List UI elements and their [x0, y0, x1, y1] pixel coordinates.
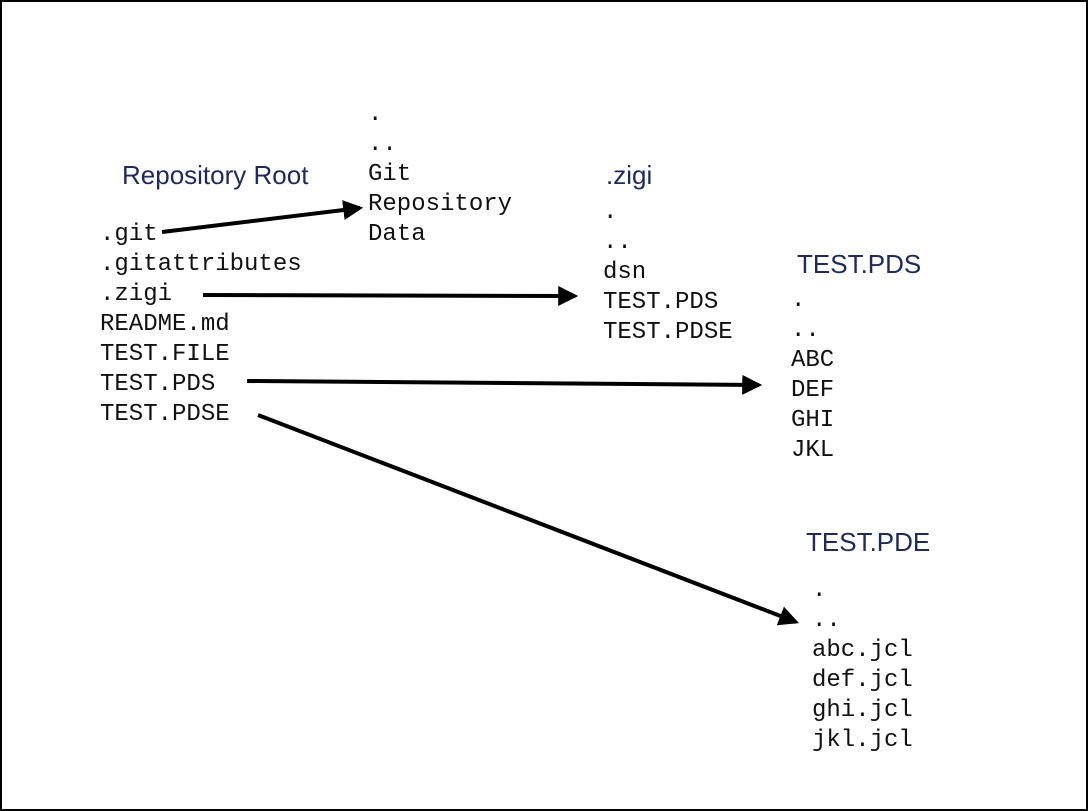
- root-entry-readme: README.md: [100, 311, 230, 338]
- zigi-dir-list: . .. dsn TEST.PDS TEST.PDSE: [603, 198, 733, 348]
- arrow-git-to-git-dir: [161, 200, 364, 234]
- pds-entry-ghi: GHI: [791, 407, 835, 434]
- zigi-entry-dsn: dsn: [603, 259, 647, 286]
- arrow-test-pdse-to-pde: [257, 413, 799, 626]
- root-entry-test-pdse: TEST.PDSE: [100, 401, 230, 428]
- arrow-test-pds-to-pds: [246, 374, 763, 395]
- zigi-entry-test-pds: TEST.PDS: [603, 289, 719, 316]
- repository-root-list: .git .gitattributes .zigi README.md TEST…: [100, 220, 302, 430]
- root-entry-gitattributes: .gitattributes: [100, 251, 302, 278]
- git-dir-list: . .. Git Repository Data: [368, 100, 512, 250]
- pde-entry-dot: .: [812, 577, 827, 604]
- git-entry-repository: Repository: [368, 191, 513, 218]
- pde-entry-abc: abc.jcl: [812, 637, 913, 664]
- zigi-entry-test-pdse: TEST.PDSE: [603, 319, 733, 346]
- pds-entry-dotdot: ..: [791, 317, 820, 344]
- test-pds-list: . .. ABC DEF GHI JKL: [791, 286, 834, 466]
- pde-entry-dotdot: ..: [812, 607, 841, 634]
- arrow-zigi-to-zigi-dir: [202, 285, 579, 306]
- pds-entry-dot: .: [791, 287, 806, 314]
- zigi-entry-dotdot: ..: [603, 229, 632, 256]
- pde-entry-def: def.jcl: [812, 667, 913, 694]
- root-entry-test-pds: TEST.PDS: [100, 371, 216, 398]
- repository-root-title: Repository Root: [122, 160, 309, 190]
- test-pde-list: . .. abc.jcl def.jcl ghi.jcl jkl.jcl: [812, 576, 913, 756]
- pde-entry-ghi: ghi.jcl: [812, 697, 913, 724]
- pds-entry-jkl: JKL: [791, 437, 835, 464]
- pds-entry-abc: ABC: [791, 347, 835, 374]
- root-entry-test-file: TEST.FILE: [100, 341, 230, 368]
- git-entry-data: Data: [368, 221, 426, 248]
- pde-entry-jkl: jkl.jcl: [812, 727, 913, 754]
- root-entry-git: .git: [100, 221, 158, 248]
- git-entry-dot: .: [368, 101, 383, 128]
- zigi-dir-title: .zigi: [606, 160, 653, 190]
- git-entry-git: Git: [368, 161, 412, 188]
- root-entry-zigi: .zigi: [100, 281, 173, 308]
- pds-entry-def: DEF: [791, 377, 835, 404]
- test-pds-title: TEST.PDS: [797, 249, 922, 279]
- zigi-entry-dot: .: [603, 199, 618, 226]
- git-entry-dotdot: ..: [368, 131, 397, 158]
- test-pde-title: TEST.PDE: [806, 527, 931, 557]
